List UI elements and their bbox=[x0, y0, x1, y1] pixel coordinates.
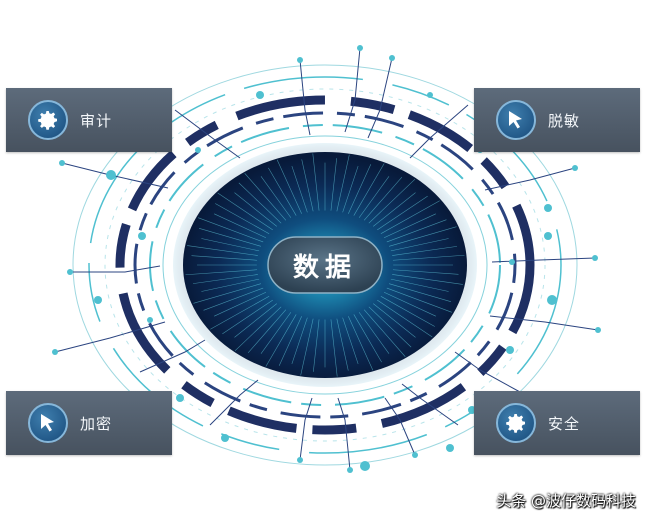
core-ray bbox=[222, 299, 273, 335]
core-ray bbox=[377, 299, 433, 338]
core-ray bbox=[201, 238, 260, 252]
core-ray bbox=[217, 192, 273, 231]
core-ray bbox=[301, 159, 314, 212]
core-ray bbox=[389, 226, 457, 247]
core-ray bbox=[191, 255, 258, 261]
audit-panel[interactable]: 审计 bbox=[6, 88, 172, 152]
cursor-arrow-icon bbox=[28, 403, 68, 443]
navy-segment-ring bbox=[115, 95, 535, 435]
core-ray bbox=[377, 195, 428, 231]
core-ray bbox=[276, 159, 302, 214]
core-ray bbox=[353, 314, 382, 363]
core-ray bbox=[392, 246, 458, 256]
core-ray bbox=[389, 283, 452, 302]
core-ray bbox=[260, 176, 292, 218]
core-ray bbox=[392, 269, 459, 275]
core-ray bbox=[234, 303, 277, 338]
core-ray bbox=[312, 153, 320, 211]
core-ray bbox=[330, 158, 337, 211]
core-ray bbox=[291, 165, 308, 213]
gear-icon bbox=[496, 403, 536, 443]
core-ray bbox=[198, 217, 264, 243]
encryption-panel[interactable]: 加密 bbox=[6, 391, 172, 455]
center-capsule bbox=[267, 236, 383, 294]
core-ray bbox=[198, 228, 261, 247]
watermark: 头条 @波仔数码科技 bbox=[496, 492, 636, 510]
core-ray bbox=[234, 306, 282, 352]
core-ray bbox=[238, 182, 282, 224]
core-ray bbox=[380, 200, 440, 234]
desensitization-label: 脱敏 bbox=[548, 111, 581, 130]
security-label: 安全 bbox=[548, 414, 581, 433]
core-ray bbox=[348, 164, 372, 214]
core-rays bbox=[185, 153, 465, 377]
core-ray bbox=[383, 292, 436, 317]
core-ray bbox=[278, 316, 302, 366]
core-ray bbox=[380, 296, 435, 327]
core-ray bbox=[187, 245, 258, 256]
core-ray bbox=[234, 192, 277, 227]
security-panel[interactable]: 安全 bbox=[474, 391, 640, 455]
core-ray bbox=[214, 213, 267, 238]
core-ray bbox=[210, 296, 270, 330]
core-ray bbox=[392, 254, 465, 261]
core-ray bbox=[390, 278, 449, 292]
core-ray bbox=[358, 312, 390, 354]
circuit-dots bbox=[52, 45, 601, 473]
core-ray bbox=[192, 274, 258, 284]
core-ray bbox=[342, 165, 359, 213]
core-ray bbox=[386, 287, 452, 313]
audit-label: 审计 bbox=[80, 111, 113, 130]
core-ray bbox=[336, 318, 349, 371]
core-ray bbox=[313, 319, 320, 372]
center-title: 数据 bbox=[292, 252, 357, 283]
core-ray bbox=[392, 274, 463, 285]
core-ray bbox=[336, 154, 350, 212]
core-ray bbox=[373, 303, 416, 338]
core-ray bbox=[358, 176, 390, 218]
core-ray bbox=[244, 173, 287, 221]
core-ray bbox=[348, 316, 374, 371]
core-ray bbox=[300, 318, 314, 376]
core-ray bbox=[386, 219, 447, 243]
core-ray bbox=[291, 317, 308, 365]
core-ray bbox=[203, 287, 264, 311]
outer-thin-rings bbox=[72, 64, 578, 466]
core-ray bbox=[383, 213, 436, 238]
core-ray bbox=[363, 309, 406, 357]
core-ray bbox=[342, 317, 359, 365]
core-ray bbox=[185, 269, 258, 276]
teal-inner-rings bbox=[149, 124, 501, 406]
core-ray bbox=[201, 278, 260, 292]
core-ray bbox=[193, 283, 261, 304]
core-ray bbox=[247, 309, 287, 354]
core-ray bbox=[373, 192, 416, 227]
core-ray bbox=[363, 176, 403, 221]
core-ray bbox=[368, 178, 416, 224]
core-ray bbox=[214, 292, 267, 317]
core-ray bbox=[268, 167, 297, 216]
core-ray bbox=[353, 163, 385, 216]
core-ray bbox=[368, 306, 412, 348]
core-ray bbox=[215, 203, 270, 234]
core-ray bbox=[260, 312, 292, 354]
gear-icon bbox=[28, 100, 68, 140]
circuit-lines bbox=[54, 47, 599, 471]
cursor-arrow-icon bbox=[496, 100, 536, 140]
core-ray bbox=[265, 314, 297, 367]
desensitization-panel[interactable]: 脱敏 bbox=[474, 88, 640, 152]
encryption-label: 加密 bbox=[80, 414, 113, 433]
core-ray bbox=[390, 238, 449, 252]
core-ray bbox=[330, 319, 338, 377]
